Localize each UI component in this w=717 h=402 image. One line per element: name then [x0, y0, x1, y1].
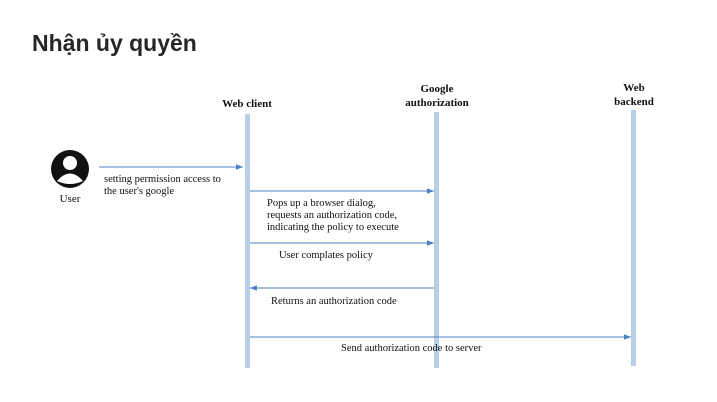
user-avatar-icon — [51, 150, 89, 188]
message-2-line-3: indicating the policy to execute — [267, 222, 399, 233]
message-5-line-1: Send authorization code to server — [341, 343, 482, 354]
user-label: User — [60, 193, 81, 205]
google-authorization-lifeline — [434, 112, 439, 368]
message-1-line-2: the user's google — [104, 186, 174, 197]
google-authorization-label-line1: Google — [421, 83, 454, 95]
slide-title: Nhận ủy quyền — [32, 30, 197, 56]
web-backend-lifeline — [631, 110, 636, 366]
web-backend-label-line1: Web — [623, 82, 644, 94]
web-client-label: Web client — [222, 98, 272, 110]
message-2-line-2: requests an authorization code, — [267, 210, 397, 221]
web-backend-label-line2: backend — [614, 96, 654, 108]
web-client-lifeline — [245, 114, 250, 368]
message-1-line-1: setting permission access to — [104, 174, 221, 185]
message-4-line-1: Returns an authorization code — [271, 296, 397, 307]
message-2-line-1: Pops up a browser dialog, — [267, 198, 376, 209]
message-3-line-1: User complates policy — [279, 250, 374, 261]
google-authorization-label-line2: authorization — [405, 97, 469, 109]
